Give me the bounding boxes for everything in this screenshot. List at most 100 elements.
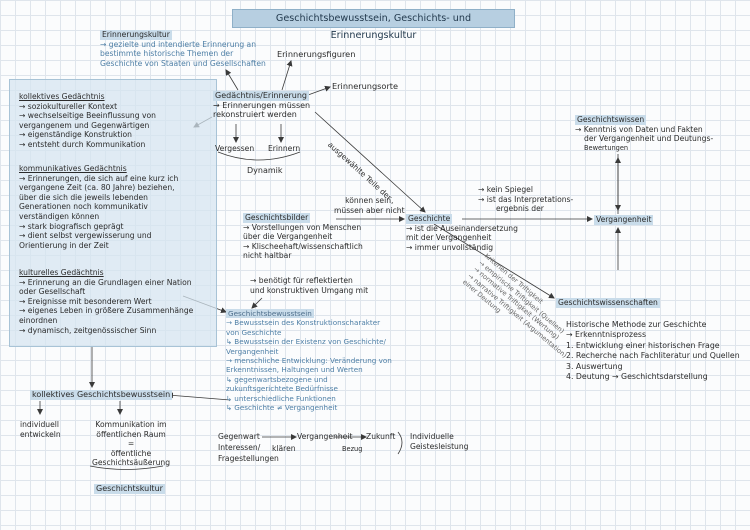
section-line: → dient selbst vergewisserung und [19, 231, 152, 241]
spiegel-line: → ist das Interpretations- [478, 194, 574, 204]
section-line: → wechselseitige Beeinflussung von [19, 111, 156, 121]
geschichtsbilder-heading: Geschichtsbilder [243, 213, 311, 223]
tl-zukunft: Zukunft [366, 432, 396, 441]
individuell-line: entwickeln [20, 429, 61, 439]
page-title: Geschichtsbewusstsein, Geschichts- und E… [232, 9, 515, 41]
geschichte-heading: Geschichte [406, 214, 453, 224]
section-line: → stark biografisch geprägt [19, 221, 124, 231]
methode-line: 1. Entwicklung einer historischen Frage [566, 340, 720, 350]
section-line: → Erinnerung an die Grundlagen einer Nat… [19, 277, 192, 287]
gedaechtnis-node: Gedächtnis/Erinnerung → Erinnerungen müs… [213, 91, 310, 120]
section-heading: kollektives Gedächtnis [19, 92, 105, 101]
tl-bezug: Bezug [342, 445, 363, 453]
erinnerungskultur-line: Geschichte von Staaten und Gesellschafte… [100, 58, 266, 68]
geschichtswissen-line: der Vergangenheit und Deutungs- [584, 134, 714, 144]
vergessen-label: Vergessen [215, 144, 255, 153]
gedaechtnis-heading: Gedächtnis/Erinnerung [213, 91, 309, 101]
geschichtsbewusstsein-node: Geschichtsbewusstsein → Bewusstsein des … [226, 309, 392, 412]
kommunikation-line: Kommunikation im [95, 420, 167, 429]
methode-line: 2. Recherche nach Fachliteratur und Quel… [566, 351, 740, 361]
kommunikation-line: = [127, 439, 135, 449]
section-heading: kommunikatives Gedächtnis [19, 164, 127, 173]
spiegel-line: ergebnis der [496, 204, 544, 214]
individuell-line: individuell [20, 420, 59, 429]
individuell-note: individuell entwickeln [20, 420, 61, 439]
section-line: → eigenständige Konstruktion [19, 130, 132, 140]
section-line: → entsteht durch Kommunikation [19, 139, 146, 149]
erinnerungsorte-label: Erinnerungsorte [332, 81, 399, 91]
tl-individuelle: Individuelle Geistesleistung [410, 432, 469, 451]
koennen-line: müssen aber nicht [334, 205, 405, 215]
section-line: → soziokultureller Kontext [19, 101, 118, 111]
individuelle-line: Geistesleistung [410, 441, 469, 451]
kommunikation-line: Geschichtsäußerung [92, 458, 171, 468]
gedaechtnis-panel [9, 79, 217, 347]
benoetigt-line: und konstruktiven Umgang mit [250, 285, 369, 295]
section-line: → eigenes Leben in größere Zusammenhänge [19, 306, 194, 316]
section-line: verständigen können [19, 211, 100, 221]
section-line: → dynamisch, zeitgenössischer Sinn [19, 325, 157, 335]
geschichtsbewusstsein-line: von Geschichte [226, 327, 282, 337]
section-line: → Ereignisse mit besonderem Wert [19, 296, 152, 306]
methode-line: 4. Deutung → Geschichtsdarstellung [566, 372, 708, 382]
geschichtsbewusstsein-line: ↳ Bewusstsein der Existenz von Geschicht… [226, 337, 386, 347]
section-line: Generationen noch kommunikativ [19, 202, 148, 212]
geschichtsbewusstsein-line: ↳ unterschiedliche Funktionen [226, 393, 336, 403]
geschichtsbewusstsein-heading: Geschichtsbewusstsein [226, 309, 314, 319]
erinnerungsfiguren-label: Erinnerungsfiguren [277, 49, 356, 59]
erinnerungskultur-line: bestimmte historische Themen der [100, 49, 234, 59]
geschichte-node: Geschichte → ist die Auseinandersetzung … [406, 214, 518, 252]
kommunikatives-gedaechtnis-section: kommunikatives Gedächtnis → Erinnerungen… [19, 164, 178, 250]
geschichte-line: → ist die Auseinandersetzung [406, 223, 518, 233]
spiegel-line: → kein Spiegel [478, 185, 533, 194]
koennen-note: können sein, müssen aber nicht [334, 196, 405, 215]
geschichte-line: → immer unvollständig [406, 242, 494, 252]
methode-line: → Erkenntnisprozess [566, 330, 647, 340]
erinnerungskultur-note: Erinnerungskultur → gezielte und intendi… [100, 30, 266, 68]
geschichtskultur-heading: Geschichtskultur [94, 484, 165, 494]
kommunikation-line: öffentlichen Raum [96, 429, 166, 439]
vergangenheit-node: Vergangenheit [594, 215, 654, 225]
geschichtsbewusstsein-line: Vergangenheit [226, 346, 279, 356]
section-line: einordnen [19, 315, 58, 325]
geschichtswissen-line: Bewertungen [584, 143, 629, 152]
benoetigt-note: → benötigt für reflektierten und konstru… [250, 276, 368, 295]
gedaechtnis-line: rekonstruiert werden [213, 110, 297, 120]
spiegel-note: → kein Spiegel → ist das Interpretations… [478, 185, 573, 214]
kommunikation-note: Kommunikation im öffentlichen Raum = öff… [92, 420, 170, 468]
section-line: über die sich die jeweils lebenden [19, 192, 148, 202]
geschichtsbilder-line: → Klischeehaft/wissenschaftlich [243, 241, 363, 251]
erinnerungskultur-line: → gezielte und intendierte Erinnerung an [100, 39, 257, 49]
section-line: vergangene Zeit (ca. 80 Jahre) beziehen, [19, 183, 175, 193]
individuelle-line: Individuelle [410, 432, 454, 441]
section-line: vergangenem und Gegenwärtigen [19, 120, 150, 130]
geschichtsbilder-node: Geschichtsbilder → Vorstellungen von Men… [243, 213, 363, 261]
methode-line: 3. Auswertung [566, 361, 623, 371]
geschichtsbewusstsein-line: → menschliche Entwicklung: Veränderung v… [226, 356, 392, 366]
geschichtsbilder-line: über die Vergangenheit [243, 232, 333, 242]
geschichtsbilder-line: nicht haltbar [243, 251, 292, 261]
tl-vergangenheit: Vergangenheit [297, 432, 353, 441]
kulturelles-gedaechtnis-section: kulturelles Gedächtnis → Erinnerung an d… [19, 268, 193, 335]
geschichtsbilder-line: → Vorstellungen von Menschen [243, 222, 362, 232]
tl-klaeren: klären [272, 444, 296, 453]
geschichtsbewusstsein-line: Erkenntnissen, Haltungen und Werten [226, 365, 363, 375]
erinnern-label: Erinnern [268, 144, 301, 153]
tl-fragestellungen: Fragestellungen [218, 454, 279, 463]
geschichtswissen-line: → Kenntnis von Daten und Fakten [575, 124, 703, 134]
geschichtsbewusstsein-line: → Bewusstsein des Konstruktionscharakter [226, 318, 381, 328]
kommunikation-line: öffentliche [110, 448, 152, 458]
section-line: → Erinnerungen, die sich auf eine kurz i… [19, 173, 179, 183]
kollektives-geschichtsbewusstsein-heading: kollektives Geschichtsbewusstsein [30, 390, 173, 400]
benoetigt-line: → benötigt für reflektierten [250, 276, 353, 285]
koennen-line: können sein, [345, 196, 394, 205]
geschichtsbewusstsein-line: zukunftsgerichtete Bedürfnisse [226, 384, 338, 394]
methode-line: Historische Methode zur Geschichte [566, 320, 707, 329]
geschichtswissen-heading: Geschichtswissen [575, 115, 647, 125]
dynamik-label: Dynamik [247, 166, 283, 175]
geschichte-line: mit der Vergangenheit [406, 233, 492, 243]
tl-gegenwart: Gegenwart [218, 432, 260, 441]
gedaechtnis-line: → Erinnerungen müssen [213, 100, 311, 110]
section-heading: kulturelles Gedächtnis [19, 268, 104, 277]
